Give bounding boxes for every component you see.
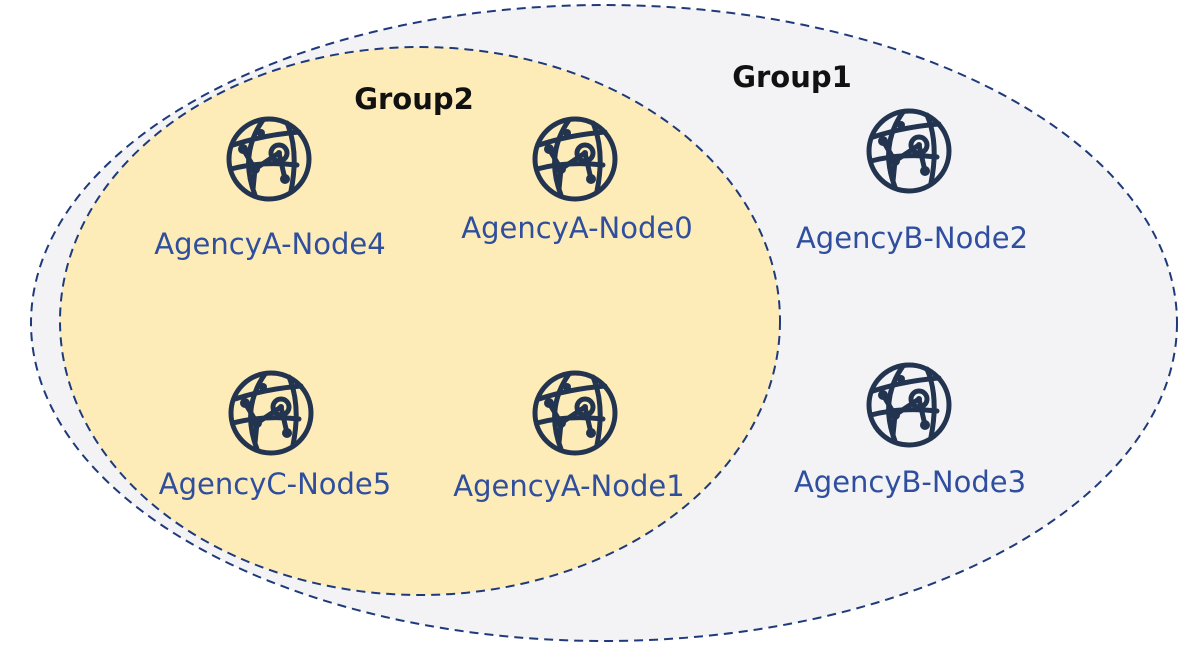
node-label-agencyb-node2: AgencyB-Node2 xyxy=(796,221,1028,255)
node-label-agencyb-node3: AgencyB-Node3 xyxy=(794,465,1026,499)
group2-label: Group2 xyxy=(354,82,474,116)
node-label-agencya-node1: AgencyA-Node1 xyxy=(453,469,684,503)
node-label-agencyc-node5: AgencyC-Node5 xyxy=(159,467,391,501)
group2-region xyxy=(59,46,781,596)
node-label-agencya-node0: AgencyA-Node0 xyxy=(461,211,692,245)
group1-label: Group1 xyxy=(732,60,852,94)
node-label-agencya-node4: AgencyA-Node4 xyxy=(154,227,385,261)
